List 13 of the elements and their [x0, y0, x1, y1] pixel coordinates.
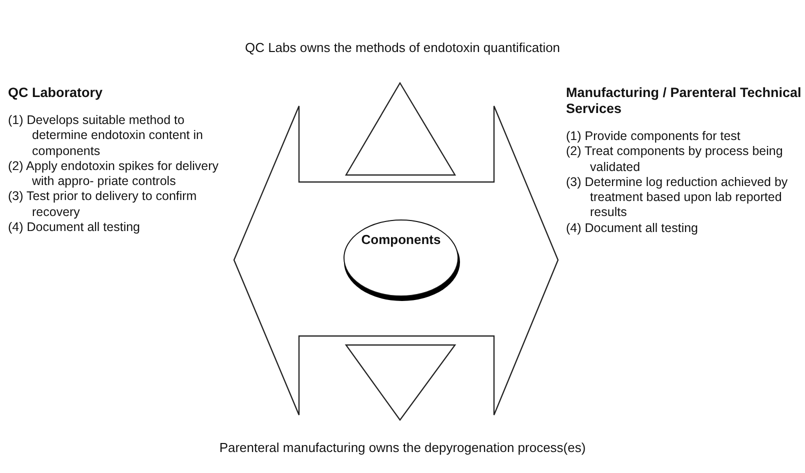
section-heading: Manufacturing / Parenteral Technical Services [566, 85, 802, 117]
list-item: (4) Document all testing [8, 220, 142, 236]
list-item: (4) Document all testing [566, 220, 700, 236]
list-item: (3) Test prior to delivery to confirm recovery [8, 189, 198, 220]
list-item: (1) Provide components for test [566, 129, 742, 144]
list-item: (1) Develops suitable method to determine endotoxin content in components [8, 113, 204, 159]
section-heading: QC Laboratory [8, 85, 104, 101]
list-item: (2) Apply endotoxin spikes for delivery with appro- priate controls [8, 158, 220, 190]
list-item: (3) Determine log reduction achieved by treatment based upon lab reported results [566, 174, 789, 221]
list-item: (2) Treat components by process being validated [566, 144, 784, 175]
node-label: Components [360, 232, 442, 247]
diagram-title: QC Labs owns the methods of endotoxin quantification [244, 40, 562, 55]
diagram-caption: Parenteral manufacturing owns the depyrogenation process(es) [218, 440, 587, 455]
